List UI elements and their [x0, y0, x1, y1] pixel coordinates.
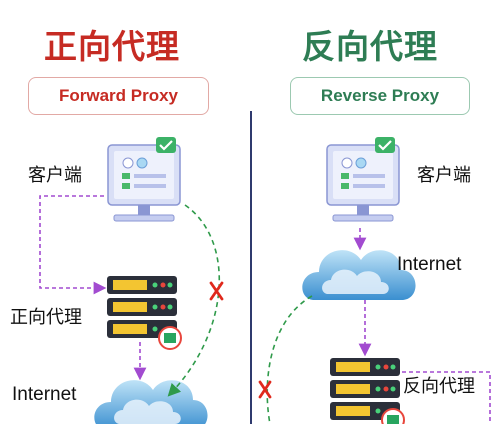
reverse-internet-label: Internet — [397, 254, 462, 275]
forward-proxy-title: 正向代理 — [44, 27, 180, 66]
forward-proxy-label: 正向代理 — [10, 307, 82, 328]
blocked-x-icon — [258, 380, 272, 399]
proxy-server-icon — [106, 275, 182, 350]
direct-access-arrow — [266, 295, 313, 424]
cloud-icon — [94, 380, 208, 424]
blocked-x-icon — [209, 281, 224, 301]
client-computer-icon — [325, 135, 401, 223]
proxy-server-icon — [329, 357, 405, 424]
forward-proxy-subtitle: Forward Proxy — [28, 77, 209, 115]
reverse-proxy-label: 反向代理 — [403, 376, 475, 397]
reverse-proxy-title: 反向代理 — [302, 27, 438, 66]
proxy-to-backend-arrow — [402, 371, 491, 424]
forward-client-label: 客户端 — [28, 165, 82, 186]
forward-internet-label: Internet — [12, 384, 77, 405]
client-to-proxy-arrow — [39, 195, 107, 295]
reverse-client-label: 客户端 — [417, 165, 471, 186]
client-computer-icon — [106, 135, 182, 223]
reverse-proxy-subtitle: Reverse Proxy — [290, 77, 470, 115]
center-divider — [250, 111, 252, 424]
